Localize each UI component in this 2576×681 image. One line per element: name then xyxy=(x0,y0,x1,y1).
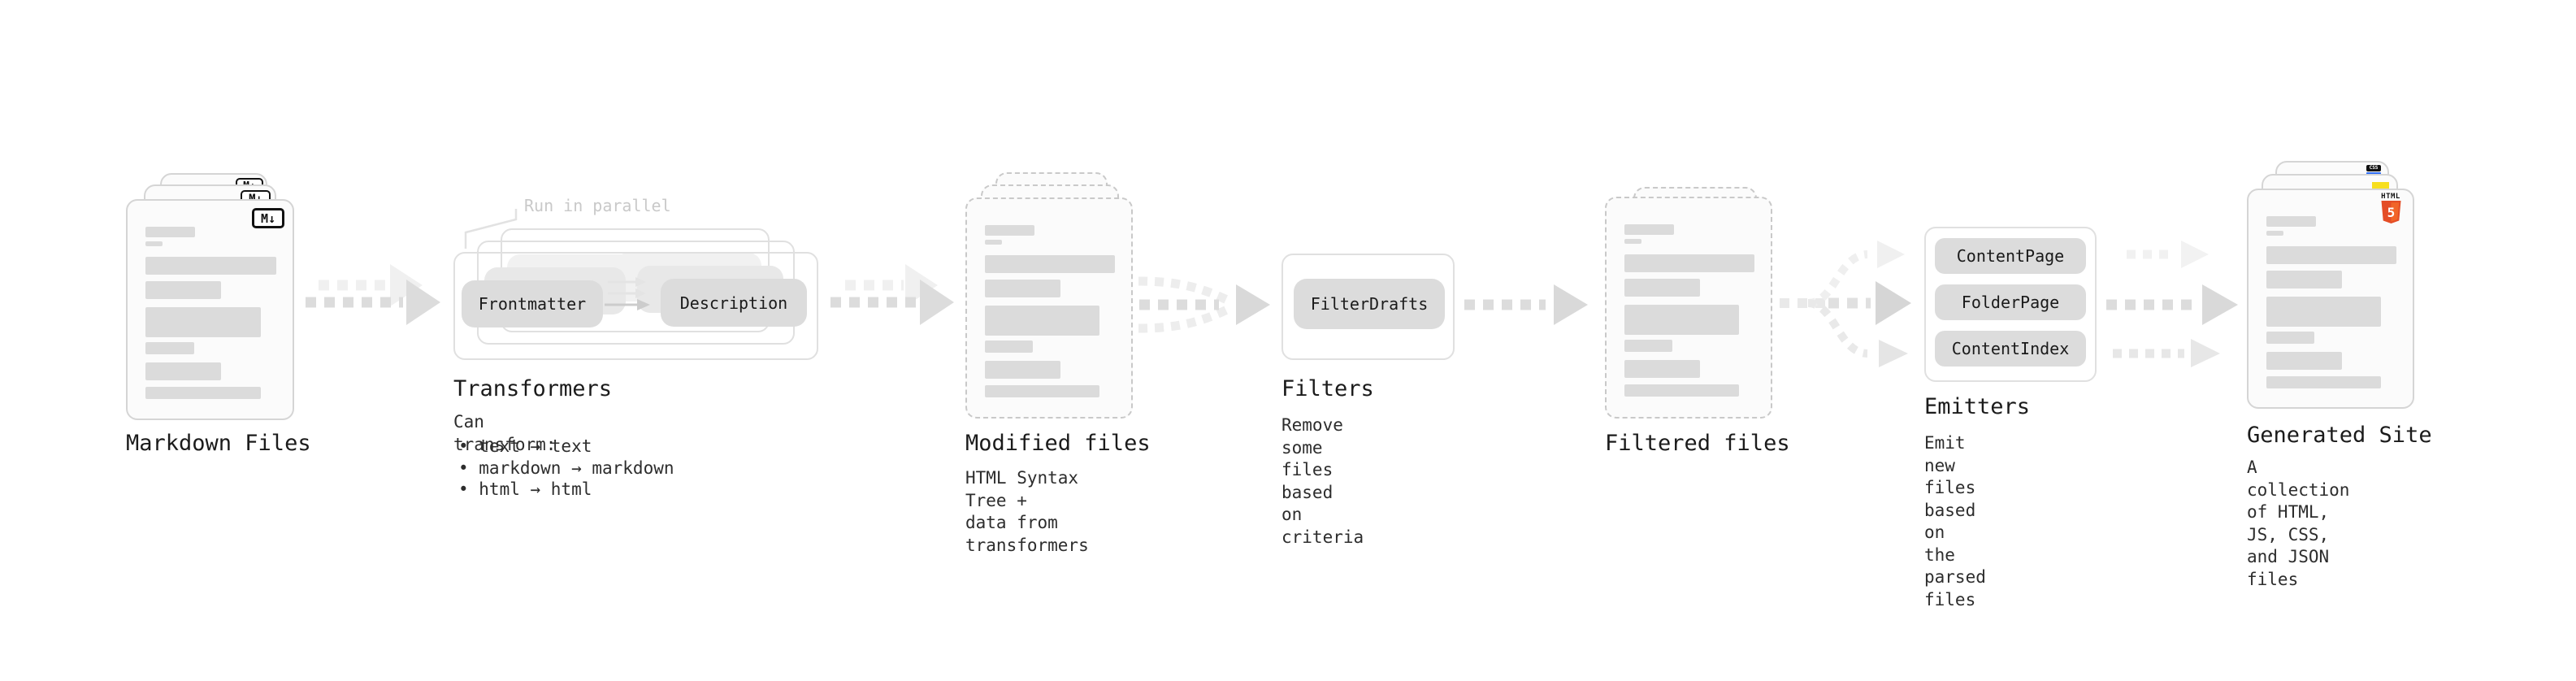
html5-logo-icon: HTML 5 xyxy=(2379,193,2402,228)
placeholder-text-bar xyxy=(985,225,1034,236)
placeholder-text-bar xyxy=(2266,216,2316,227)
description-pill: Description xyxy=(661,279,807,327)
placeholder-text-bar xyxy=(985,306,1099,336)
html5-icon-word: HTML xyxy=(2381,193,2400,201)
generated-document-html: HTML 5 xyxy=(2247,189,2414,409)
arrow-transformers-to-modified xyxy=(830,264,954,325)
placeholder-text-bar xyxy=(985,361,1060,379)
markdown-files-label: Markdown Files xyxy=(126,431,311,456)
filtered-document-front xyxy=(1605,197,1772,419)
emitters-desc: Emit new files based on the parsed files xyxy=(1924,433,1986,609)
generated-site-desc: A collection of HTML, JS, CSS, and JSON … xyxy=(2247,458,2350,589)
placeholder-text-bar xyxy=(1624,305,1739,335)
document-placeholder-lines xyxy=(985,225,1115,397)
arrow-filters-to-filtered xyxy=(1464,284,1588,325)
placeholder-text-bar xyxy=(2266,297,2381,327)
transformers-desc-title: Can transform: xyxy=(453,412,557,454)
filterdrafts-pill: FilterDrafts xyxy=(1294,279,1445,329)
placeholder-text-bar xyxy=(1624,279,1700,297)
markdown-document-front: M↓ xyxy=(126,199,294,420)
placeholder-text-bar xyxy=(145,362,222,380)
placeholder-text-bar xyxy=(1624,254,1754,272)
placeholder-text-bar xyxy=(1624,239,1641,244)
arrow-filtered-to-emitters-fork xyxy=(1780,241,1911,367)
html5-shield: 5 xyxy=(2381,201,2400,223)
transformers-capability-list: • text → text • markdown → markdown • ht… xyxy=(458,436,674,501)
arrow-modified-to-filters-converge xyxy=(1138,276,1270,333)
placeholder-text-bar xyxy=(145,241,163,246)
generated-site-label: Generated Site xyxy=(2247,423,2432,448)
modified-files-desc: HTML Syntax Tree + data from transformer… xyxy=(965,468,1089,555)
placeholder-text-bar xyxy=(985,280,1060,297)
document-placeholder-lines xyxy=(145,227,276,399)
placeholder-text-bar xyxy=(2266,271,2342,288)
placeholder-text-bar xyxy=(145,257,276,275)
filtered-files-label: Filtered files xyxy=(1605,431,1790,456)
placeholder-text-bar xyxy=(1624,224,1674,235)
placeholder-text-bar xyxy=(145,281,222,299)
placeholder-text-bar xyxy=(985,255,1115,273)
folderpage-pill: FolderPage xyxy=(1935,284,2086,320)
filters-label: Filters xyxy=(1281,376,1374,401)
placeholder-text-bar xyxy=(2266,376,2381,388)
modified-document-front xyxy=(965,197,1133,419)
run-in-parallel-annotation: Run in parallel xyxy=(524,196,671,215)
modified-files-label: Modified files xyxy=(965,431,1151,456)
parallel-flow-arrows xyxy=(605,277,650,310)
placeholder-text-bar xyxy=(2266,246,2396,264)
placeholder-text-bar xyxy=(985,340,1034,353)
filters-desc: Remove some files based on criteria xyxy=(1281,415,1364,547)
svg-text:5: 5 xyxy=(2387,205,2395,220)
placeholder-text-bar xyxy=(145,227,196,237)
placeholder-text-bar xyxy=(1624,360,1700,378)
document-placeholder-lines xyxy=(1624,224,1754,397)
placeholder-text-bar xyxy=(985,240,1002,245)
bullet-text-to-text: • text → text xyxy=(458,436,592,456)
arrow-emitters-to-generated xyxy=(2106,241,2238,367)
placeholder-text-bar xyxy=(145,307,261,337)
bullet-markdown-to-markdown: • markdown → markdown xyxy=(458,458,674,478)
frontmatter-pill: Frontmatter xyxy=(462,280,603,327)
markdown-icon: M↓ xyxy=(252,208,284,228)
css-icon-label: CSS xyxy=(2366,165,2381,171)
placeholder-text-bar xyxy=(1624,340,1673,352)
placeholder-text-bar xyxy=(145,387,261,399)
contentpage-pill: ContentPage xyxy=(1935,238,2086,274)
placeholder-text-bar xyxy=(2266,352,2342,370)
document-placeholder-lines xyxy=(2266,216,2396,388)
transformer-frame-front xyxy=(453,252,818,360)
placeholder-text-bar xyxy=(2266,231,2283,236)
placeholder-text-bar xyxy=(145,342,194,354)
transformers-label: Transformers xyxy=(453,376,613,401)
placeholder-text-bar xyxy=(1624,384,1739,397)
placeholder-text-bar xyxy=(2266,332,2315,344)
emitters-label: Emitters xyxy=(1924,394,2031,419)
bullet-html-to-html: • html → html xyxy=(458,479,592,499)
contentindex-pill: ContentIndex xyxy=(1935,331,2086,367)
arrow-markdown-to-transformers xyxy=(306,264,440,325)
placeholder-text-bar xyxy=(985,385,1099,397)
